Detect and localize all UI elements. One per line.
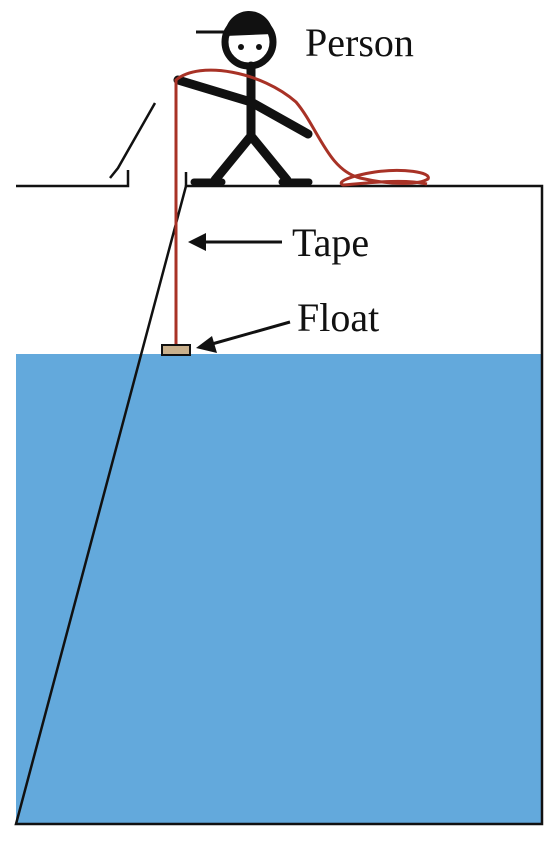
person-figure: [173, 11, 313, 186]
float-label: Float: [297, 295, 379, 340]
water-body: [16, 354, 542, 824]
tape-arrow: [188, 233, 282, 251]
float: [161, 344, 191, 356]
measuring-tape: [174, 68, 430, 352]
float-arrow: [196, 320, 291, 353]
tank-outline: [14, 170, 544, 826]
tape-label: Tape: [292, 220, 369, 265]
hatch-lid: [109, 102, 157, 179]
person-label: Person: [305, 20, 414, 65]
